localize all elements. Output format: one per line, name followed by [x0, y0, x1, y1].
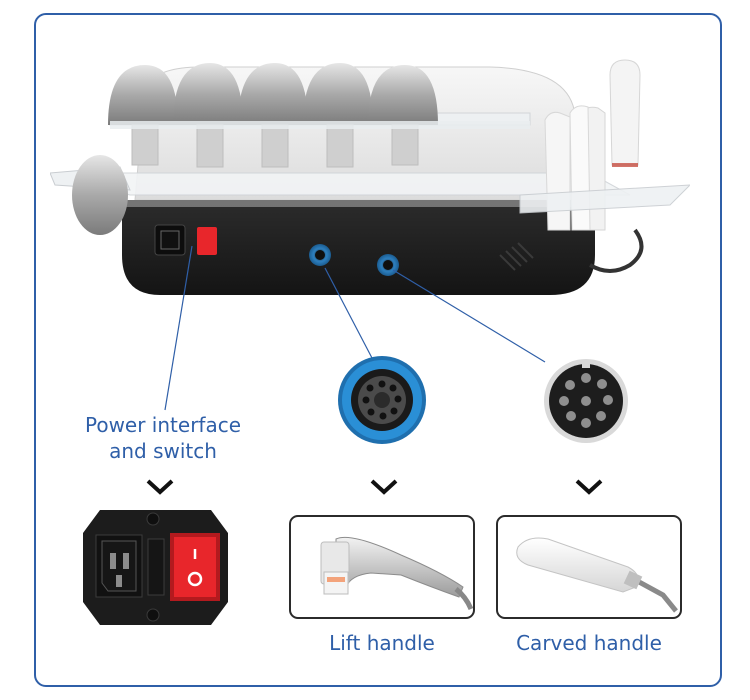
carved-port-closeup — [544, 359, 628, 443]
carved-handle-image — [516, 537, 678, 613]
chevron-down-icon — [146, 479, 174, 495]
chevron-down-icon — [575, 479, 603, 495]
power-interface-label: Power interface and switch — [84, 413, 242, 463]
lift-handle-image — [320, 536, 474, 611]
power-switch-closeup — [83, 510, 228, 625]
lift-handle-card — [289, 515, 475, 619]
carved-handle-label: Carved handle — [516, 631, 662, 655]
carved-handle-card — [496, 515, 682, 619]
lift-port-closeup — [338, 356, 426, 444]
lift-handle-label: Lift handle — [329, 631, 435, 655]
device-machine-image — [50, 59, 690, 295]
chevron-down-icon — [370, 479, 398, 495]
